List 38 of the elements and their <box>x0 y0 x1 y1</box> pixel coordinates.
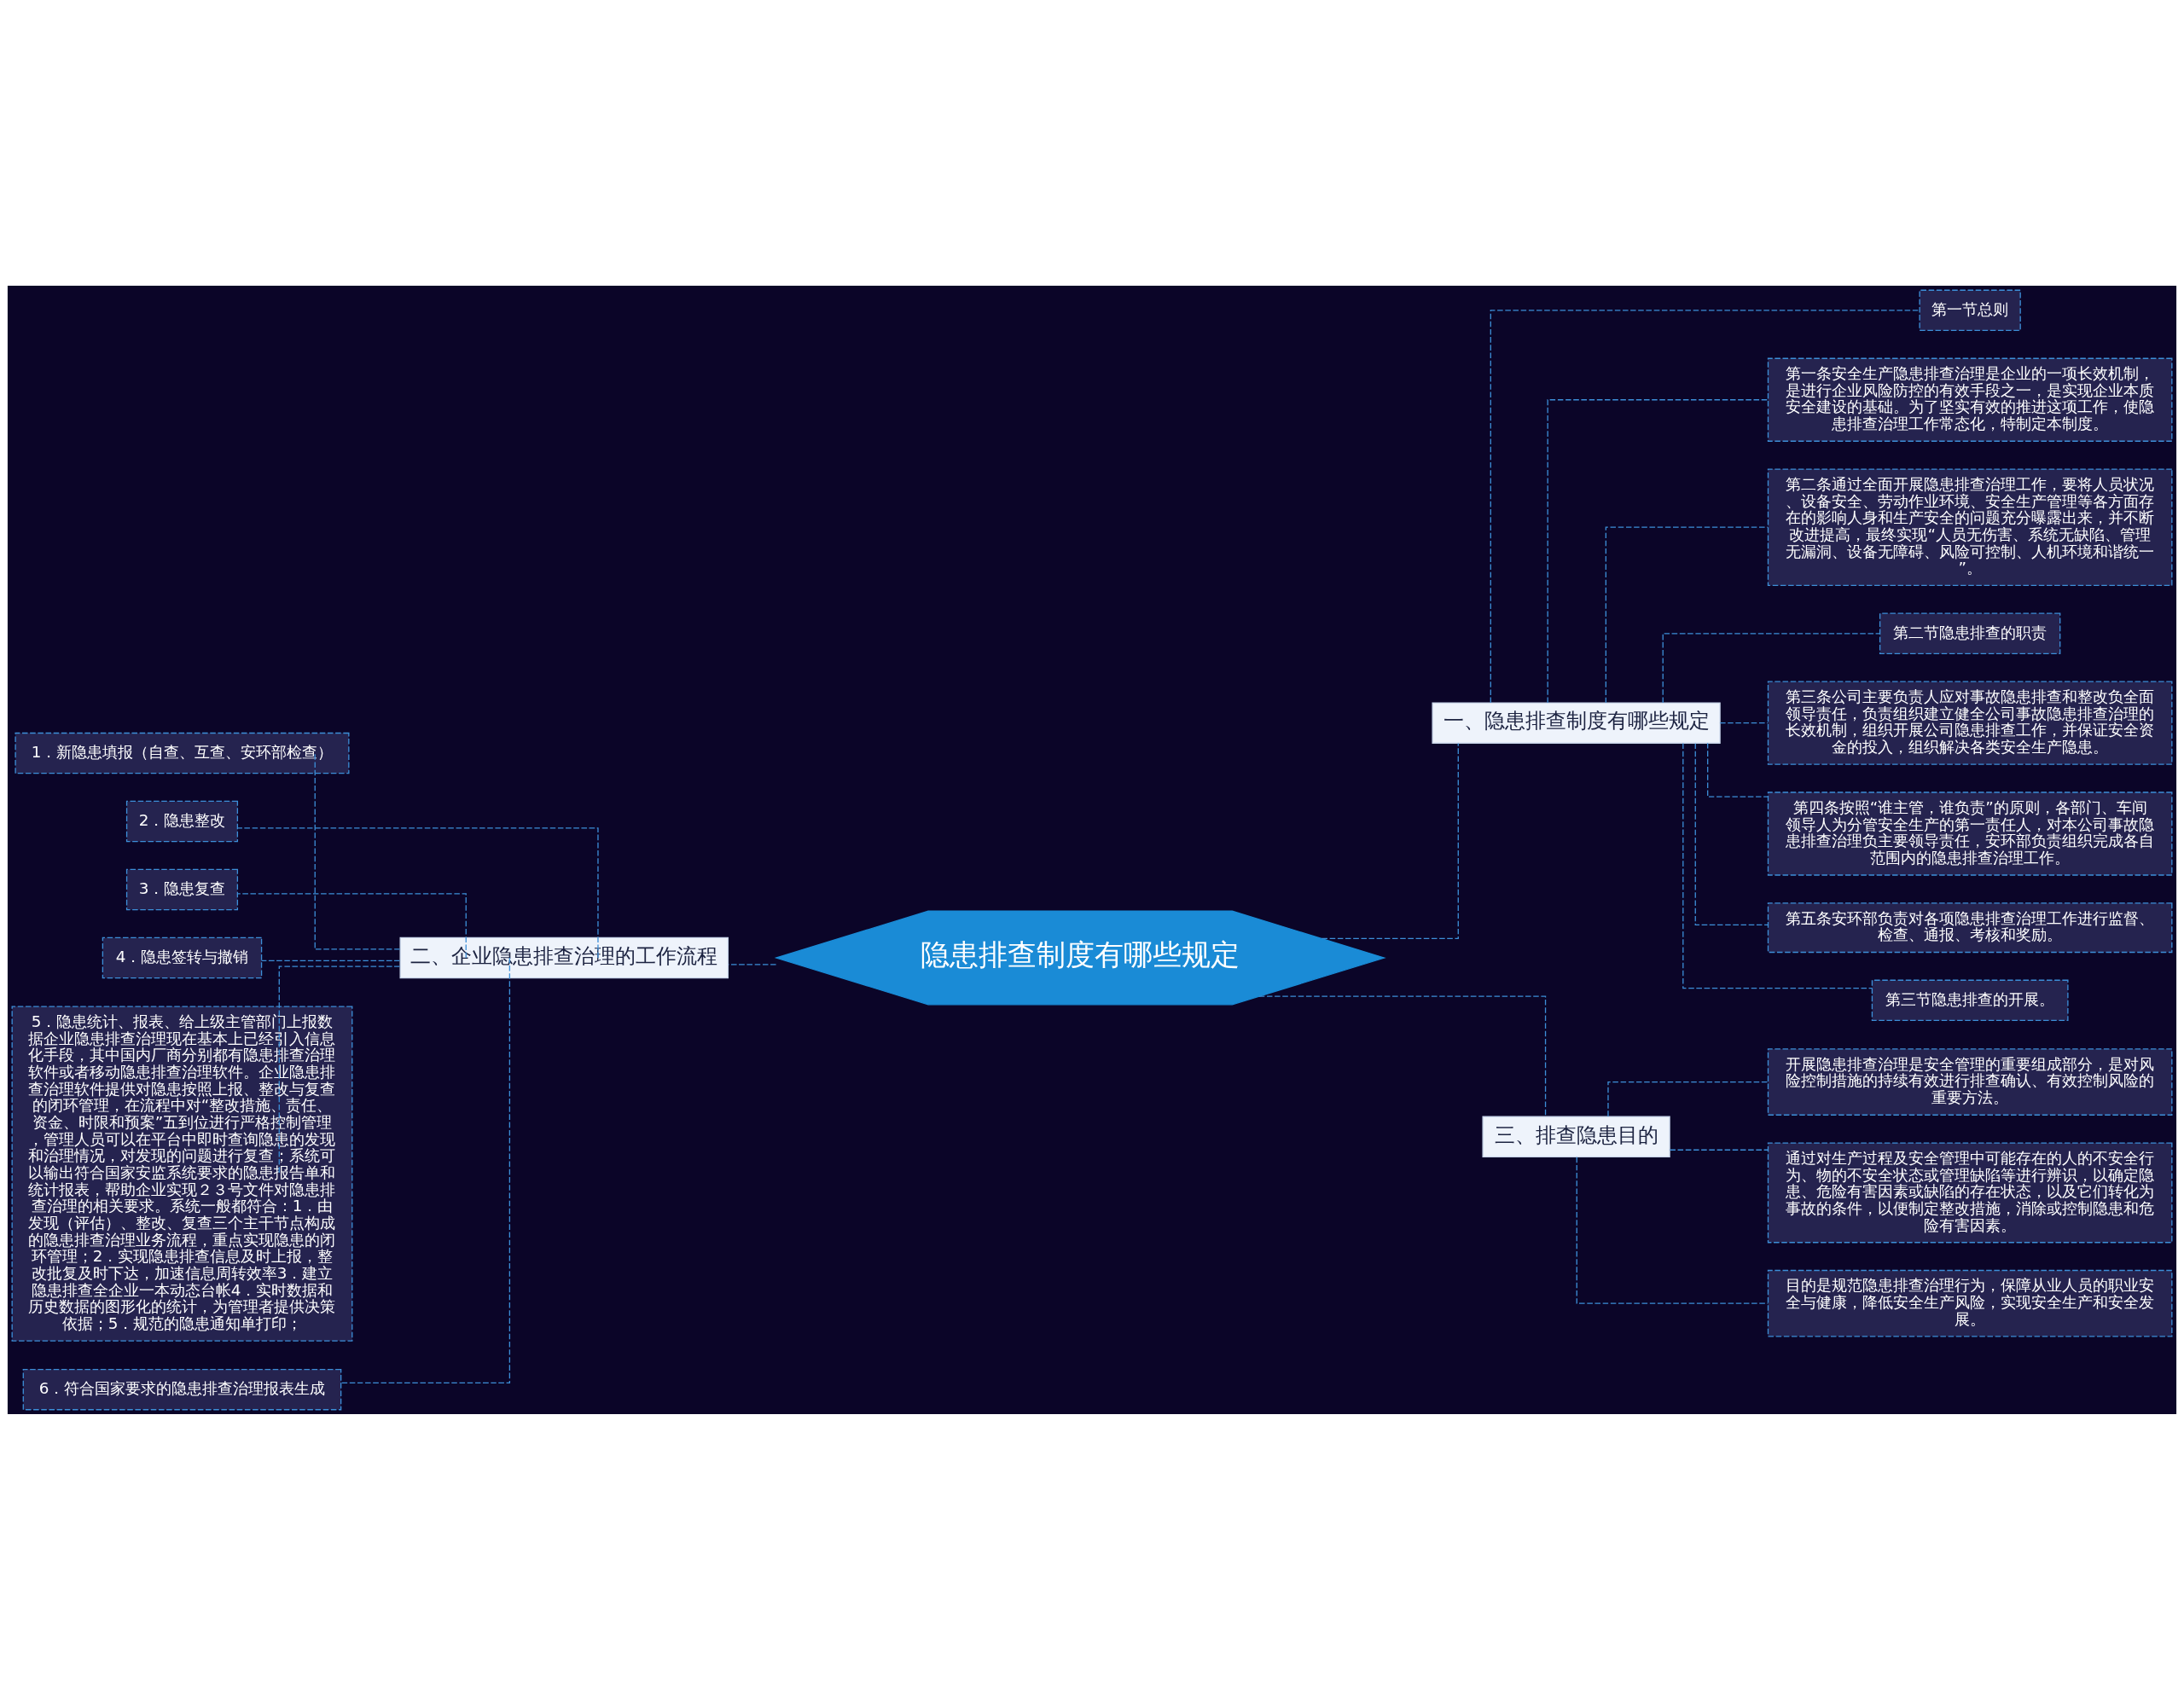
connector <box>237 826 599 959</box>
node-box: 3．隐患复查 <box>125 868 239 910</box>
connector <box>1605 526 1769 704</box>
connector <box>314 751 401 950</box>
node-box: 6．符合国家要求的隐患排查治理报表生成 <box>22 1368 342 1410</box>
connector <box>1694 742 1769 925</box>
node-box: 4．隐患签转与撤销 <box>102 936 263 978</box>
node-box: 第一条安全生产隐患排查治理是企业的一项长效机制，是进行企业风险防控的有效手段之一，是实现企业本质安全建设的基础。为了坚实有效的推进这项工作，使隐患排查治理工作常态化，特制定本制度。 <box>1767 357 2173 442</box>
node-box: 一、隐患排查制度有哪些规定 <box>1432 701 1721 744</box>
node-box: 5．隐患统计、报表、给上级主管部门上报数据企业隐患排查治理现在基本上已经引入信息化手段，其中国内厂商分别都有隐患排查治理软件或者移动隐患排查治理软件。企业隐患排查治理软件提供对隐患按照上报、整改与复查的闭环管理，在流程中对“整改措施、责任、资金、时限和预案”五到位进行严格控制管理，管理人员可以在平台中即时查询隐患的发现和治理情况，对发现的问题进行复查；系统可以输出符合国家安监系统要求的隐患报告单和统计报表，帮助企业实现２３号文件对隐患排查治理的相关要求。系统一般都符合：1．由发现（评估）、整改、复查三个主干节点构成的隐患排查治理业务流程，重点实现隐患的闭环管理；2．实现隐患排查信息及时上报，整改批复及时下达，加速信息周转效率3．建立隐患排查全企业一本动态台帐4．实时数据和历史数据的图形化的统计，为管理者提供决策依据；5．规范的隐患通知单打印； <box>11 1005 353 1342</box>
connector <box>237 892 467 959</box>
node-box: 第二条通过全面开展隐患排查治理工作，要将人员状况、设备安全、劳动作业环境、安全生产管理等各方面存在的影响人身和生产安全的问题充分曝露出来，并不断改进提高，最终实现“人员无伤害、系统无缺陷、管理无漏洞、设备无障碍、风险可控制、人机环境和谐统一”。 <box>1767 467 2173 586</box>
node-box: 目的是规范隐患排查治理行为，保障从业人员的职业安全与健康，降低安全生产风险，实现安全生产和安全发展。 <box>1767 1269 2173 1337</box>
connector <box>1669 1149 1769 1151</box>
node-box: 三、排查隐患目的 <box>1482 1116 1670 1157</box>
connector <box>260 960 401 961</box>
node-box: 第四条按照“谁主管，谁负责”的原则，各部门、车间领导人为分管安全生产的第一责任人，对本公司事故隐患排查治理负主要领导责任，安环部负责组织完成各自范围内的隐患排查治理工作。 <box>1767 791 2173 876</box>
connector <box>1490 309 1920 704</box>
node-box: 二、企业隐患排查治理的工作流程 <box>399 936 729 978</box>
connector <box>1682 742 1873 989</box>
node-box: 第三节隐患排查的开展。 <box>1871 979 2069 1021</box>
connector <box>278 965 401 1174</box>
connector <box>1547 398 1769 704</box>
node-box: 第二节隐患排查的职责 <box>1879 612 2061 654</box>
connector <box>1258 995 1547 1117</box>
connector <box>1719 722 1769 723</box>
node-box: 2．隐患整改 <box>125 800 239 842</box>
node-box: 1．新隐患填报（自查、互查、安环部检查） <box>15 732 350 774</box>
node-box: 通过对生产过程及安全管理中可能存在的人的不安全行为、物的不安全状态或管理缺陷等进行辨识，以确定隐患、危险有害因素或缺陷的存在状态，以及它们转化为事故的条件，以便制定整改措施，消除或控制隐患和危险有害因素。 <box>1767 1141 2173 1243</box>
node-box: 开展隐患排查治理是安全管理的重要组成部分，是对风险控制措施的持续有效进行排查确认、有效控制风险的重要方法。 <box>1767 1047 2173 1116</box>
connector <box>1707 742 1769 797</box>
connector <box>1607 1081 1769 1117</box>
connector <box>340 956 511 1383</box>
connector <box>1662 632 1881 704</box>
connector <box>1321 742 1459 939</box>
node-box: 第一节总则 <box>1919 289 2021 331</box>
node-box: 第五条安环部负责对各项隐患排查治理工作进行监督、检查、通报、考核和奖励。 <box>1767 902 2173 953</box>
node-box: 第三条公司主要负责人应对事故隐患排查和整改负全面领导责任，负责组织建立健全公司事故隐患排查治理的长效机制，组织开展公司隐患排查工作，并保证安全资金的投入，组织解决各类安全生产隐患。 <box>1767 681 2173 765</box>
